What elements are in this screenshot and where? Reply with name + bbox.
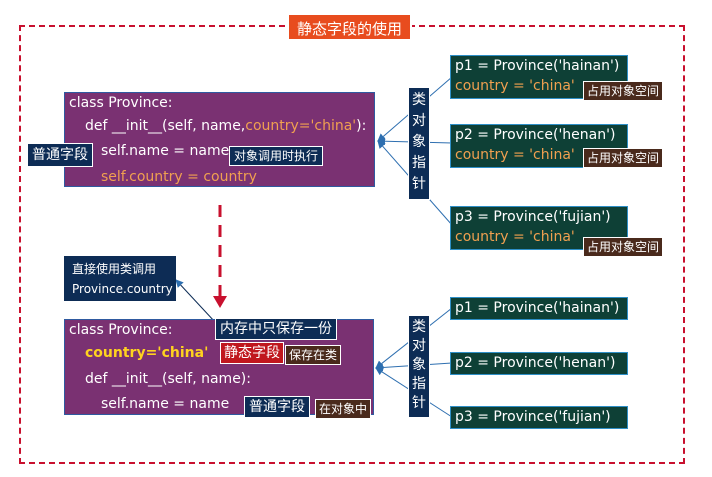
top-object-p1-tag: 占用对象空间 — [583, 81, 664, 101]
bottom-object-p2: p2 = Province('henan') — [450, 352, 628, 375]
top-class-line-1: class Province: — [69, 95, 173, 111]
memory-once-label: 内存中只保存一份 — [215, 318, 337, 340]
bottom-normal-field-label: 普通字段 — [244, 396, 310, 418]
top-object-p2-line1: p2 = Province('henan') — [455, 127, 616, 143]
bottom-object-p3: p3 = Province('fujian') — [450, 406, 628, 429]
top-object-p1-line1: p1 = Province('hainan') — [455, 58, 620, 74]
bottom-class-line-1: class Province: — [69, 322, 173, 338]
bottom-class-line-3: def __init__(self, name): — [85, 371, 251, 387]
top-class-line-2: def __init__(self, name,country='china')… — [85, 118, 367, 134]
bottom-class-line-2: country='china' — [85, 345, 209, 361]
top-object-p2-line2: country = 'china' — [455, 147, 575, 163]
top-object-p1-line2: country = 'china' — [455, 78, 575, 94]
bottom-class-line-4: self.name = name — [101, 396, 230, 412]
down-arrow-head — [213, 296, 227, 308]
class-call-note: 直接使用类调用 Province.country — [64, 256, 176, 301]
top-class-line-3: self.name = name — [101, 143, 230, 159]
top-object-p3: p3 = Province('fujian') country = 'china… — [450, 206, 628, 250]
top-class-line-4: self.country = country — [101, 169, 257, 185]
top-normal-field-label: 普通字段 — [27, 143, 93, 167]
diagram-title: 静态字段的使用 — [287, 13, 413, 41]
class-call-note-line2: Province.country — [72, 282, 173, 296]
top-object-p2-tag: 占用对象空间 — [583, 148, 664, 168]
note-arrow — [175, 279, 216, 323]
static-field-label: 静态字段 — [220, 342, 284, 364]
bottom-object-p1-text: p1 = Province('hainan') — [455, 300, 620, 316]
bottom-class-pointer-label: 类对象指针 — [408, 315, 430, 418]
class-call-note-line1: 直接使用类调用 — [72, 262, 157, 276]
saved-in-object-tag: 在对象中 — [315, 399, 372, 419]
bottom-object-p2-text: p2 = Province('henan') — [455, 355, 616, 371]
bottom-object-p1: p1 = Province('hainan') — [450, 297, 628, 320]
bottom-object-p3-text: p3 = Province('fujian') — [455, 409, 611, 425]
top-class-pointer-label: 类对象指针 — [408, 87, 430, 200]
top-object-p3-tag: 占用对象空间 — [583, 237, 664, 257]
saved-in-class-tag: 保存在类 — [285, 345, 342, 365]
top-call-time-label: 对象调用时执行 — [229, 146, 324, 166]
top-object-p3-line2: country = 'china' — [455, 229, 575, 245]
top-class-box: class Province: def __init__(self, name,… — [64, 92, 375, 187]
top-object-p3-line1: p3 = Province('fujian') — [455, 209, 611, 225]
